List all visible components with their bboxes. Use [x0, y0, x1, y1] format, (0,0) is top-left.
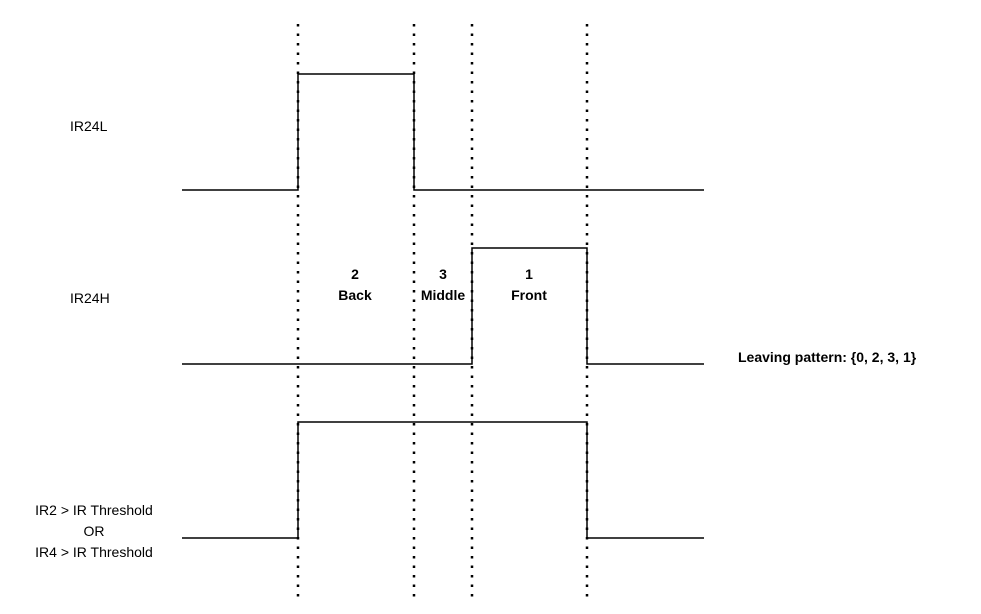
leaving-pattern-label: Leaving pattern: {0, 2, 3, 1}	[738, 349, 917, 365]
signal-label-ir24l: IR24L	[70, 118, 108, 134]
waveform-ir-threshold	[182, 421, 704, 539]
waveform-ir24l	[182, 73, 704, 191]
signal-label-line: IR4 > IR Threshold	[35, 544, 153, 560]
region-label-middle: 3 Middle	[408, 264, 478, 306]
signal-label-ir24h: IR24H	[70, 290, 110, 306]
signal-label-line: IR2 > IR Threshold	[35, 502, 153, 518]
region-number: 1	[525, 266, 533, 282]
signal-label-line: OR	[83, 523, 105, 539]
region-name: Middle	[420, 287, 466, 303]
region-label-back: 2 Back	[315, 264, 395, 306]
region-number: 2	[351, 266, 359, 282]
region-number: 3	[439, 266, 447, 282]
signal-label-ir-threshold: IR2 > IR Threshold OR IR4 > IR Threshold	[14, 500, 174, 563]
waveform-ir24h	[182, 247, 704, 365]
region-label-front: 1 Front	[489, 264, 569, 306]
region-name: Back	[338, 287, 372, 303]
region-name: Front	[511, 287, 547, 303]
